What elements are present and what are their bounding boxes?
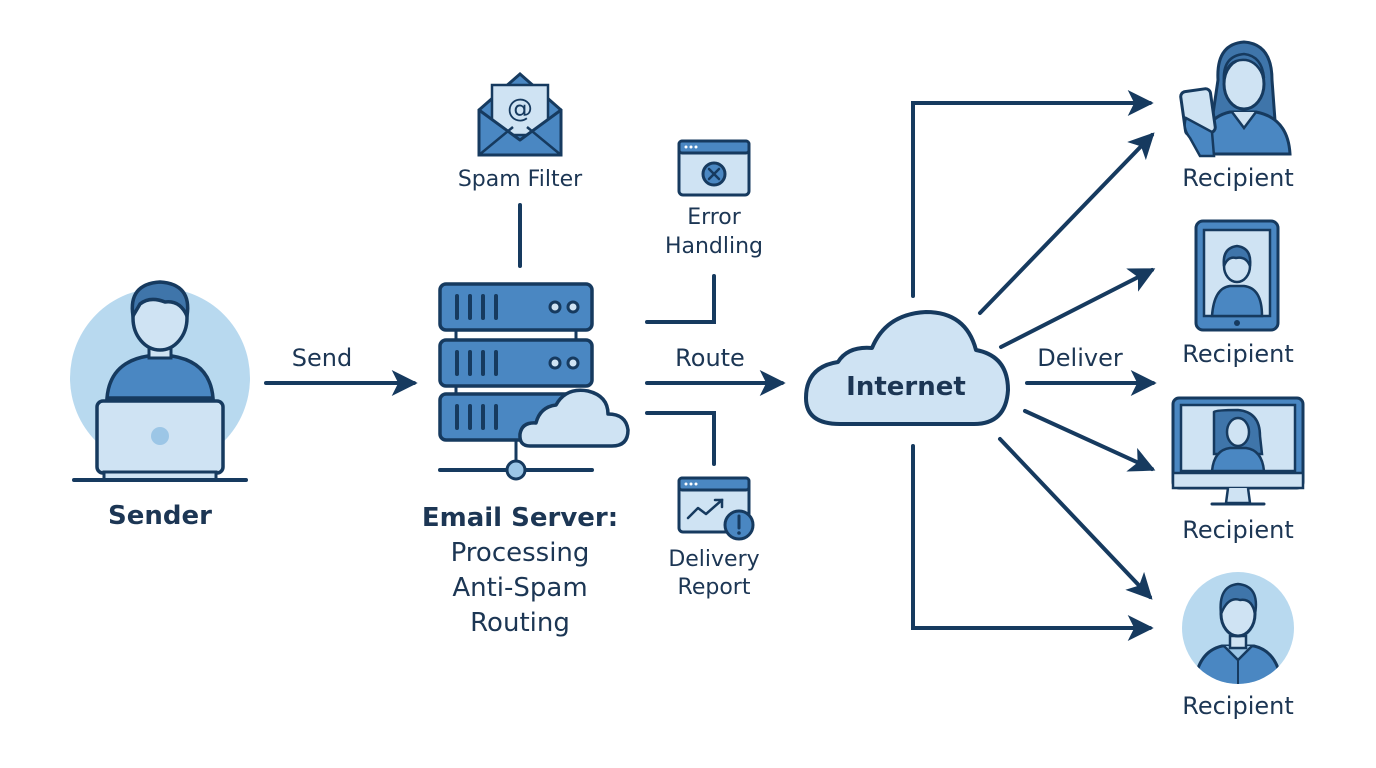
woman-phone-icon <box>1179 40 1292 158</box>
recipient-label-2: Recipient <box>1182 340 1294 368</box>
sender-label: Sender <box>108 501 212 531</box>
recipient-label-3: Recipient <box>1182 516 1294 544</box>
error-handling-connector <box>645 274 716 324</box>
svg-text:@: @ <box>507 94 533 124</box>
deliver-arrow-2 <box>999 268 1156 349</box>
monitor-user-icon <box>1171 396 1305 506</box>
delivery-report-line-1: Delivery <box>668 547 760 572</box>
deliver-arrow-1 <box>978 132 1155 315</box>
server-cloud-icon <box>438 282 630 481</box>
spam-filter-label: Spam Filter <box>457 167 583 192</box>
tablet-user-icon <box>1194 219 1280 332</box>
error-handling-line-1: Error <box>687 205 741 230</box>
server-line-routing: Routing <box>470 608 570 638</box>
deliver-label: Deliver <box>1037 344 1123 372</box>
person-laptop-icon <box>70 280 250 482</box>
deliver-arrow-bottom-elbow <box>911 444 1154 641</box>
deliver-arrow-5 <box>998 437 1153 600</box>
small-cloud-icon <box>518 388 630 448</box>
server-title: Email Server: <box>421 503 619 533</box>
deliver-arrow-top-elbow <box>911 90 1154 298</box>
delivery-report-line-2: Report <box>677 575 751 600</box>
server-line-antispam: Anti-Spam <box>452 573 588 603</box>
server-rack-1 <box>438 282 594 332</box>
internet-cloud-icon <box>804 310 1010 426</box>
envelope-at-icon: @ <box>477 72 563 157</box>
internet-label: Internet <box>846 372 966 402</box>
delivery-report-connector <box>645 411 716 466</box>
server-rack-2 <box>438 338 594 388</box>
recipient-label-4: Recipient <box>1182 692 1294 720</box>
send-label: Send <box>291 344 353 372</box>
server-line-processing: Processing <box>450 538 590 568</box>
sender-node <box>70 280 250 482</box>
user-circle-icon <box>1182 572 1294 684</box>
error-handling-line-2: Handling <box>664 234 764 259</box>
route-label: Route <box>675 344 745 372</box>
window-error-icon <box>677 139 751 197</box>
deliver-arrows <box>911 90 1157 641</box>
recipient-label-1: Recipient <box>1182 164 1294 192</box>
window-chart-alert-icon <box>677 476 755 541</box>
deliver-arrow-4 <box>1023 409 1156 472</box>
